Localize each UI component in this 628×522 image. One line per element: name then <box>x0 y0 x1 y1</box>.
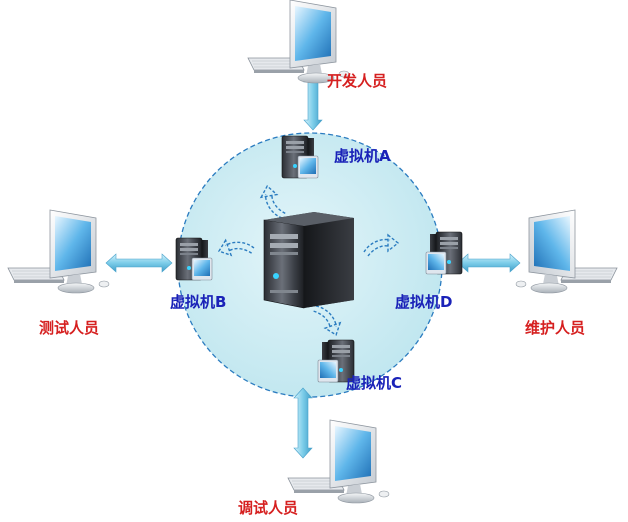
vm-d-label: 虚拟机D <box>395 293 452 311</box>
vm-b-label: 虚拟机B <box>170 293 226 311</box>
debugger-label: 调试人员 <box>238 499 298 517</box>
tester-label: 测试人员 <box>39 319 99 337</box>
maintainer-computer-icon <box>515 209 618 294</box>
developer-label: 开发人员 <box>327 72 387 90</box>
host-server-icon <box>263 212 354 309</box>
vm-a-label: 虚拟机A <box>334 147 391 165</box>
arrow-debugger-vm-c <box>293 387 313 459</box>
vm-b-icon <box>175 237 213 281</box>
vm-c-label: 虚拟机C <box>346 374 402 392</box>
maintainer-label: 维护人员 <box>525 319 585 337</box>
developer-computer-icon <box>247 0 350 84</box>
arrow-tester-vm-b <box>105 253 173 273</box>
vm-a-icon <box>281 135 319 179</box>
tester-computer-icon <box>7 209 110 294</box>
arrow-maintainer-vm-d <box>457 253 521 273</box>
vm-d-icon <box>425 231 463 275</box>
